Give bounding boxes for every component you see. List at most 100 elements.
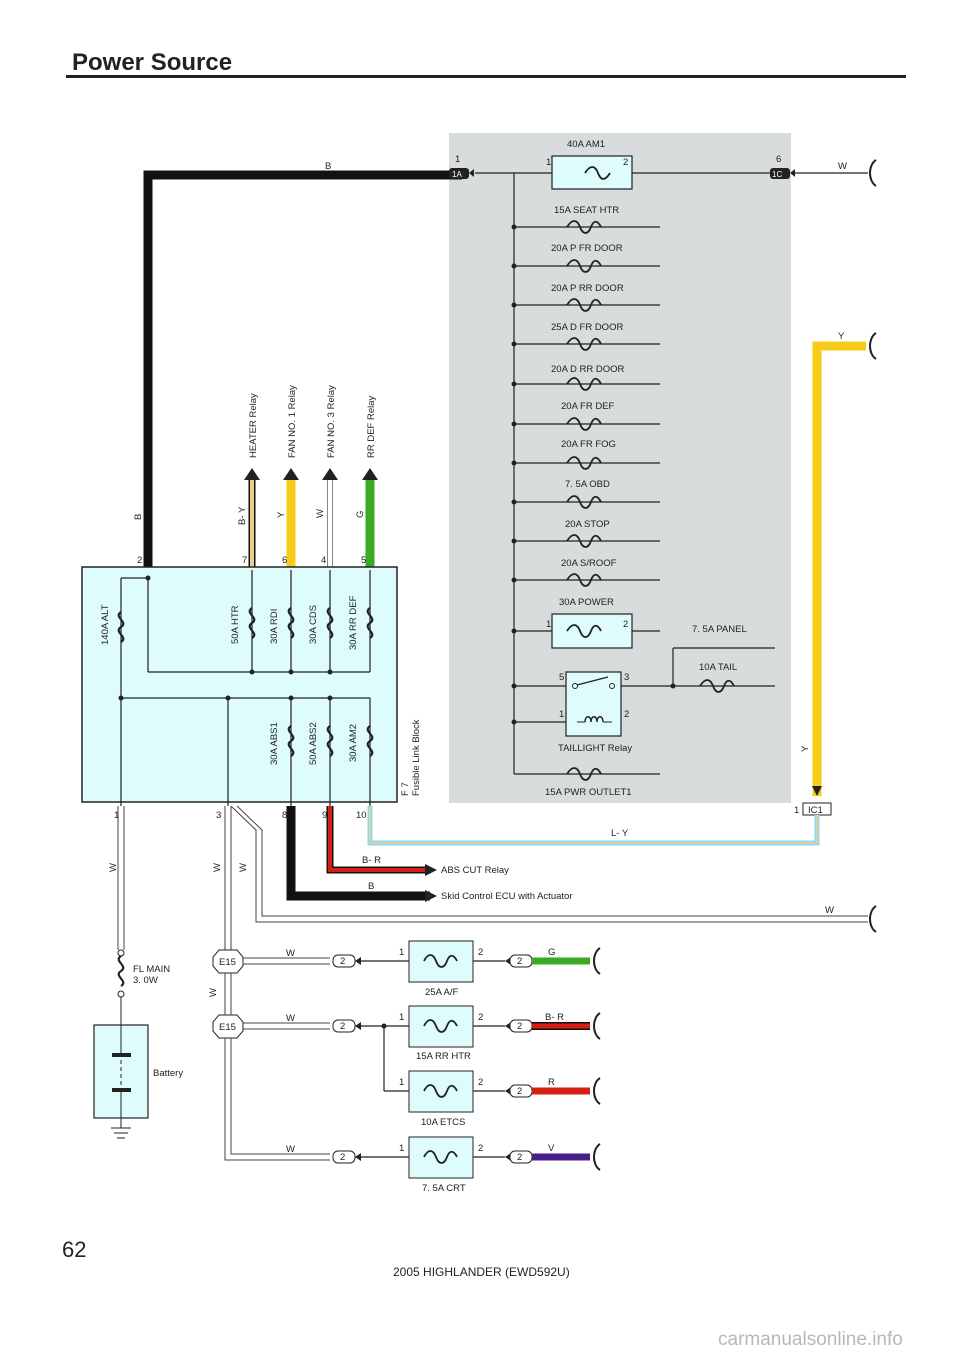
svg-text:7: 7 [242,555,247,566]
svg-text:W: W [315,509,326,518]
fuse-rows: 15A SEAT HTR 20A P FR DOOR 20A P RR DOOR… [511,205,775,798]
svg-text:R: R [548,1077,555,1088]
svg-text:30A POWER: 30A POWER [559,597,614,608]
svg-text:2: 2 [517,956,522,967]
svg-text:W: W [286,1144,295,1155]
svg-text:RR DEF Relay: RR DEF Relay [366,395,377,458]
svg-text:W: W [212,863,223,872]
svg-text:50A ABS2: 50A ABS2 [308,722,319,765]
svg-text:20A S/ROOF: 20A S/ROOF [561,558,617,569]
footer-text: 2005 HIGHLANDER (EWD592U) [393,1265,570,1279]
svg-text:1C: 1C [772,170,782,179]
svg-text:B- R: B- R [362,855,381,866]
svg-text:20A D RR DOOR: 20A D RR DOOR [551,364,625,375]
svg-text:2: 2 [623,619,628,630]
wire-ly [367,806,820,846]
svg-text:6: 6 [776,154,781,165]
fusible-link-block [81,566,398,803]
svg-text:L- Y: L- Y [611,828,629,839]
svg-text:20A P RR DOOR: 20A P RR DOOR [551,283,624,294]
battery-label: Battery [153,1068,183,1079]
abs-cut-relay-label: ABS CUT Relay [441,865,509,876]
svg-text:2: 2 [624,709,629,720]
svg-text:W: W [208,988,219,997]
svg-text:5: 5 [361,555,366,566]
svg-text:1: 1 [794,805,799,816]
svg-text:15A RR HTR: 15A RR HTR [416,1051,471,1062]
svg-text:2: 2 [517,1086,522,1097]
page-number: 62 [62,1237,86,1262]
svg-text:F 7: F 7 [400,782,411,796]
connector-1c [770,168,790,179]
svg-text:1: 1 [114,810,119,821]
svg-text:3: 3 [624,672,629,683]
svg-text:W: W [108,863,119,872]
wire-b-main [143,170,462,570]
svg-text:B- Y: B- Y [237,506,248,525]
svg-text:3: 3 [216,810,221,821]
svg-text:B: B [133,514,144,520]
svg-text:1: 1 [399,947,404,958]
svg-text:W: W [825,905,834,916]
connector-1a [449,168,469,179]
svg-text:2: 2 [478,1077,483,1088]
svg-text:10: 10 [356,810,367,821]
svg-text:W: W [286,948,295,959]
wire-y-right [812,341,866,796]
svg-text:25A A/F: 25A A/F [425,987,458,998]
page-title: Power Source [72,49,232,76]
svg-text:G: G [355,511,366,518]
svg-text:FAN NO. 3 Relay: FAN NO. 3 Relay [326,385,337,458]
svg-text:G: G [548,947,555,958]
svg-text:30A AM2: 30A AM2 [348,724,359,762]
svg-text:HEATER Relay: HEATER Relay [248,393,259,458]
fuse-am1-box [551,155,633,190]
svg-text:30A ABS1: 30A ABS1 [269,722,280,765]
svg-text:W: W [838,161,847,172]
svg-text:W: W [238,863,249,872]
connector-e15: E15 E15 [212,949,244,1039]
svg-text:5: 5 [559,672,564,683]
svg-text:2: 2 [517,1021,522,1032]
fuse-label-am1: 40A AM1 [567,139,605,150]
svg-text:25A D FR DOOR: 25A D FR DOOR [551,322,623,333]
watermark: carmanualsonline.info [718,1329,903,1350]
svg-text:1: 1 [546,157,551,168]
taillight-relay-label: TAILLIGHT Relay [558,743,632,754]
svg-text:1A: 1A [452,170,462,179]
top-outputs: HEATER Relay FAN NO. 1 Relay FAN NO. 3 R… [237,385,378,570]
svg-text:1: 1 [546,619,551,630]
svg-text:V: V [548,1143,555,1154]
svg-text:30A RDI: 30A RDI [269,609,280,644]
svg-text:7. 5A PANEL: 7. 5A PANEL [692,624,747,635]
svg-text:4: 4 [321,555,326,566]
svg-text:1: 1 [399,1143,404,1154]
svg-text:Y: Y [276,511,287,518]
svg-text:E15: E15 [219,1022,236,1033]
svg-text:20A FR FOG: 20A FR FOG [561,439,616,450]
svg-text:15A PWR OUTLET1: 15A PWR OUTLET1 [545,787,632,798]
svg-text:20A P FR DOOR: 20A P FR DOOR [551,243,623,254]
svg-text:50A HTR: 50A HTR [230,605,241,644]
svg-text:7. 5A CRT: 7. 5A CRT [422,1183,466,1194]
svg-text:B: B [325,161,331,172]
svg-text:2: 2 [478,1143,483,1154]
svg-text:Y: Y [838,331,845,342]
title-rule [66,75,906,78]
svg-text:30A RR DEF: 30A RR DEF [348,595,359,650]
svg-text:Y: Y [800,745,811,752]
svg-text:140A ALT: 140A ALT [100,604,111,645]
svg-text:1: 1 [455,154,460,165]
svg-text:8: 8 [282,810,287,821]
svg-text:20A STOP: 20A STOP [565,519,610,530]
svg-text:2: 2 [517,1152,522,1163]
svg-text:2: 2 [340,1152,345,1163]
svg-text:B: B [368,881,374,892]
svg-text:2: 2 [340,1021,345,1032]
svg-text:2: 2 [478,947,483,958]
svg-text:FAN NO. 1 Relay: FAN NO. 1 Relay [287,385,298,458]
svg-text:2: 2 [623,157,628,168]
svg-text:10A TAIL: 10A TAIL [699,662,737,673]
